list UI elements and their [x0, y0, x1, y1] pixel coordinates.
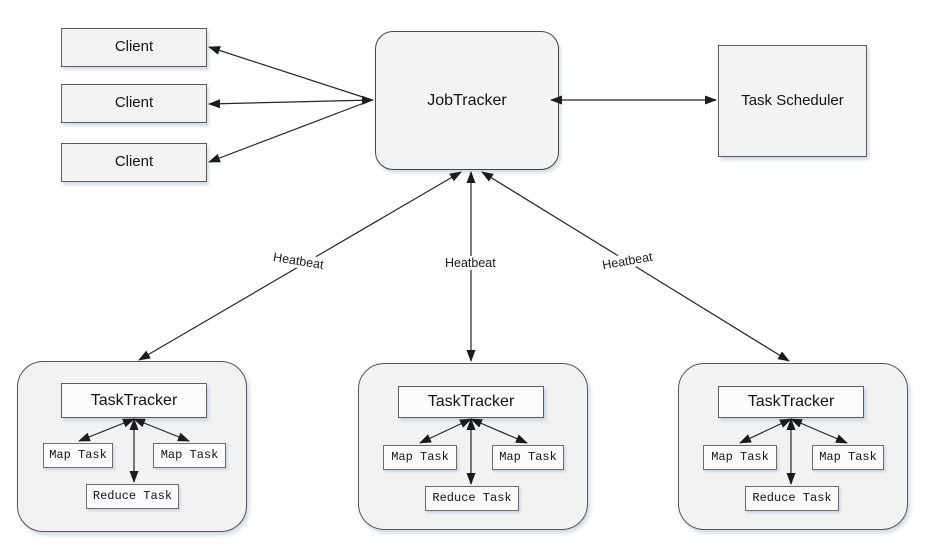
- map-task-node: Map Task: [492, 445, 564, 470]
- task-tracker-title-2: TaskTracker: [398, 386, 544, 418]
- reduce-task-node: Reduce Task: [425, 486, 519, 511]
- arrow-jobtracker-client-3: [208, 99, 373, 163]
- reduce-task-node: Reduce Task: [86, 484, 179, 509]
- job-tracker-node: JobTracker: [375, 31, 559, 170]
- map-task-node: Map Task: [153, 443, 226, 468]
- arrow-jobtracker-client-1: [208, 46, 373, 101]
- task-tracker-title-3: TaskTracker: [718, 386, 864, 418]
- heartbeat-label-3: Heatbeat: [599, 249, 656, 273]
- reduce-task-node: Reduce Task: [745, 486, 839, 511]
- client-node-3: Client: [61, 143, 207, 182]
- map-task-node: Map Task: [703, 445, 777, 470]
- arrow-jobtracker-client-2: [208, 95, 374, 109]
- map-task-node: Map Task: [43, 443, 113, 468]
- heartbeat-label-2: Heatbeat: [443, 256, 498, 270]
- client-node-2: Client: [61, 84, 207, 123]
- map-task-node: Map Task: [812, 445, 884, 470]
- task-scheduler-node: Task Scheduler: [718, 45, 867, 157]
- heartbeat-label-1: Heatbeat: [270, 249, 327, 273]
- map-task-node: Map Task: [383, 445, 457, 470]
- client-node-1: Client: [61, 28, 207, 67]
- task-tracker-title-1: TaskTracker: [61, 383, 207, 418]
